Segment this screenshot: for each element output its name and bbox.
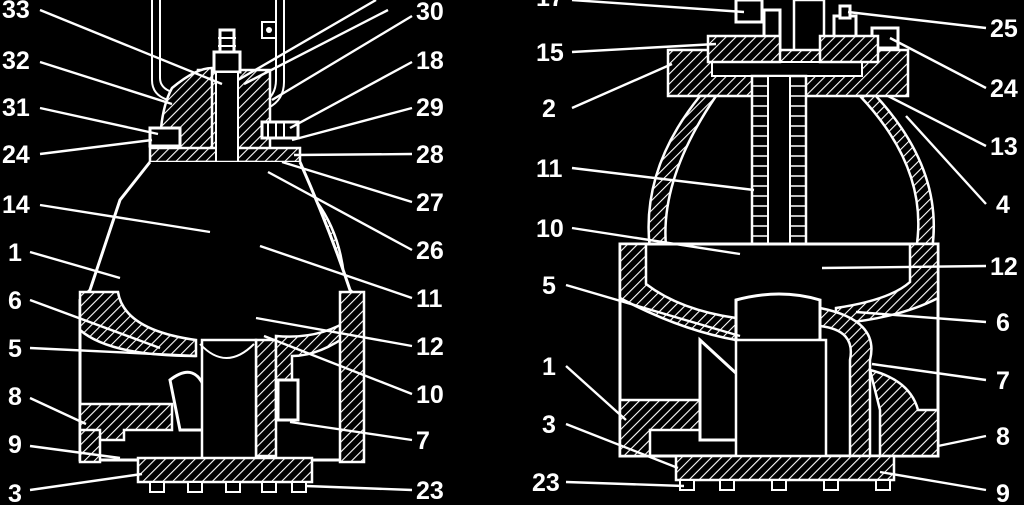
part-label: 2 xyxy=(542,95,556,123)
part-label: 14 xyxy=(2,191,30,219)
part-label: 15 xyxy=(536,39,564,67)
part-label: 3 xyxy=(8,480,22,505)
part-label: 23 xyxy=(532,469,560,497)
part-label: 6 xyxy=(8,287,22,315)
part-label: 5 xyxy=(8,335,22,363)
part-label: 10 xyxy=(416,381,444,409)
part-label: 31 xyxy=(2,94,30,122)
part-label: 12 xyxy=(416,333,444,361)
part-label: 33 xyxy=(2,0,30,24)
part-label: 8 xyxy=(996,423,1010,451)
left-view-labels: 33 32 31 24 14 1 6 5 8 9 3 30 18 29 28 2… xyxy=(2,0,444,505)
left-valve-drawing xyxy=(78,0,366,493)
part-label: 18 xyxy=(416,47,444,75)
part-label: 30 xyxy=(416,0,444,26)
part-label: 10 xyxy=(536,215,564,243)
part-label: 17 xyxy=(536,0,564,12)
part-label: 7 xyxy=(996,367,1010,395)
part-label: 8 xyxy=(8,383,22,411)
part-label: 1 xyxy=(8,239,22,267)
part-label: 5 xyxy=(542,272,556,300)
part-label: 26 xyxy=(416,237,444,265)
leader-lines xyxy=(29,0,987,492)
part-label: 3 xyxy=(542,411,556,439)
right-valve-drawing xyxy=(618,0,940,491)
part-label: 23 xyxy=(416,477,444,505)
part-label: 24 xyxy=(2,141,30,169)
part-label: 9 xyxy=(996,480,1010,505)
part-label: 9 xyxy=(8,431,22,459)
part-label: 32 xyxy=(2,47,30,75)
part-label: 4 xyxy=(996,191,1010,219)
part-label: 7 xyxy=(416,427,430,455)
part-label: 27 xyxy=(416,189,444,217)
part-label: 24 xyxy=(990,75,1018,103)
part-label: 28 xyxy=(416,141,444,169)
part-label: 11 xyxy=(416,285,443,313)
part-label: 12 xyxy=(990,253,1018,281)
part-label: 11 xyxy=(536,155,563,183)
part-label: 6 xyxy=(996,309,1010,337)
part-label: 13 xyxy=(990,133,1018,161)
part-label: 29 xyxy=(416,94,444,122)
right-view-labels: 17 15 2 11 10 5 1 3 23 25 24 13 4 12 6 7… xyxy=(532,0,1018,505)
part-label: 1 xyxy=(542,353,556,381)
part-label: 25 xyxy=(990,15,1018,43)
